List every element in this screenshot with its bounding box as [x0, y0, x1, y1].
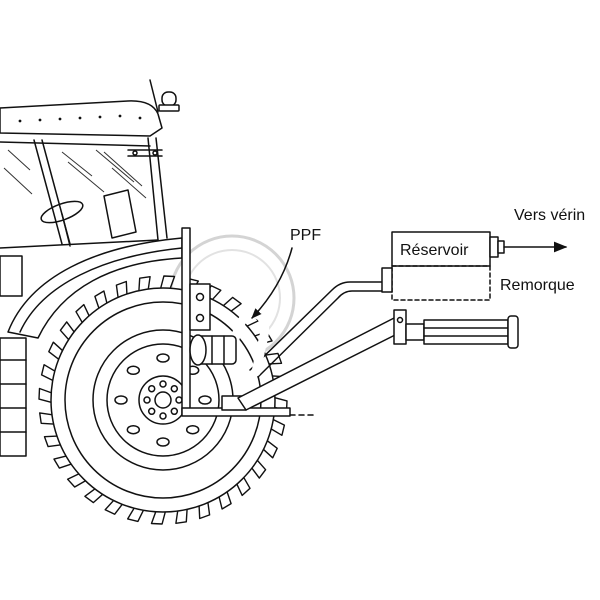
- cab-steps: [0, 337, 27, 457]
- label-remorque: Remorque: [500, 277, 575, 294]
- roof-vents: [18, 114, 142, 123]
- ppf-leader-arrow: [251, 247, 293, 319]
- cab-seat: [103, 189, 137, 239]
- frame-bracket: [189, 283, 211, 331]
- hitch-frame: [181, 227, 317, 417]
- hub-bolts: [143, 380, 183, 420]
- label-ppf: PPF: [290, 227, 321, 244]
- cab-side-box: [0, 255, 23, 297]
- cab-front-pillar: [33, 139, 71, 245]
- frame-vertical-plate: [181, 227, 191, 416]
- label-vers-verin: Vers vérin: [514, 207, 585, 224]
- hydraulic-cylinder: [393, 309, 519, 349]
- reservoir: Réservoir: [381, 231, 491, 301]
- beacon-icon: [149, 79, 180, 113]
- label-reservoir: Réservoir: [400, 242, 469, 259]
- outlet-fitting: [489, 236, 505, 258]
- cylinder-end-cap: [507, 315, 519, 349]
- reservoir-inlet-fitting: [381, 267, 393, 293]
- cab-glass-hatching: [3, 149, 147, 199]
- tractor-cab: [0, 79, 180, 297]
- steering-wheel: [40, 200, 84, 247]
- hydraulic-pipe: [249, 281, 386, 378]
- cab-rear-pillar: [147, 137, 168, 241]
- rim-disc: [106, 343, 220, 457]
- cylinder-mount: [393, 309, 407, 345]
- wheel-hub: [138, 375, 188, 425]
- cylinder-body: [423, 319, 509, 345]
